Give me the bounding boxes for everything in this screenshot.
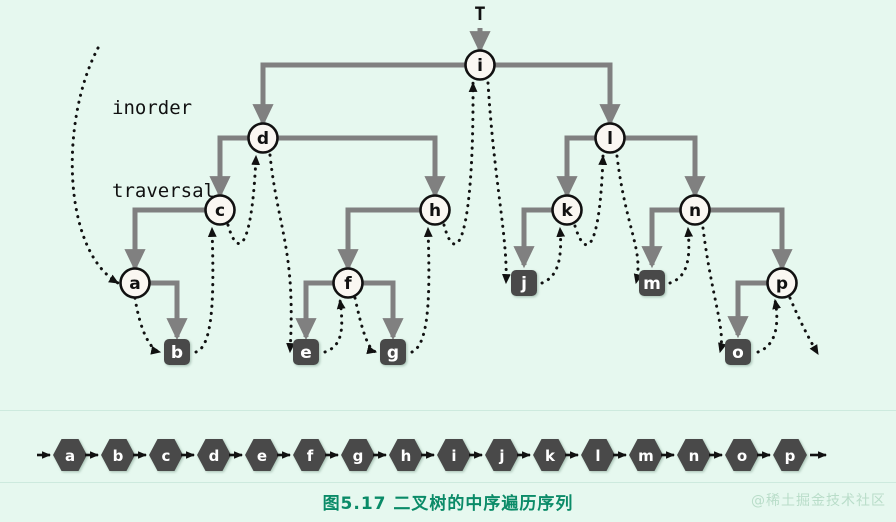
edge-l-n [625,135,706,199]
figure-caption: 图5.17 二叉树的中序遍历序列 [322,494,574,514]
edge-d-c [209,135,248,199]
traversal-k-l [573,154,608,247]
edge-l-k [556,135,595,199]
traversal-i-j [486,81,511,285]
tree-node-e[interactable]: e [293,339,319,365]
inorder-traversal-annotation: inorder traversal [112,40,215,260]
sequence-item-i[interactable]: i [437,439,471,471]
tree-node-p[interactable]: p [766,267,798,299]
traversal-c-d [226,154,261,245]
inorder-traversal-path-group [70,46,820,356]
traversal-enter-a [70,46,120,285]
sequence-item-d[interactable]: d [197,439,231,471]
edge-i-l [495,62,621,127]
sequence-item-k[interactable]: k [533,439,567,471]
tree-node-i[interactable]: i [464,49,496,81]
traversal-exit-p [788,296,820,356]
separator-line-bottom [0,482,896,483]
tree-node-f[interactable]: f [332,267,364,299]
traversal-b-c [194,226,217,354]
edge-k-j [513,207,552,269]
traversal-j-k [540,226,566,285]
traversal-d-e [268,153,295,354]
edge-f-e [295,280,333,341]
edge-c-a [124,207,205,272]
traversal-h-i [442,81,478,246]
watermark: @稀土掘金技术社区 [751,493,886,509]
tree-node-g[interactable]: g [380,339,406,365]
edge-f-g [363,280,404,341]
root-pointer-label: T [474,3,485,25]
traversal-g-h [410,226,433,354]
separator-line-top [0,410,896,411]
sequence-item-c[interactable]: c [149,439,183,471]
sequence-item-g[interactable]: g [341,439,375,471]
traversal-m-n [668,226,694,285]
tree-node-o[interactable]: o [725,339,751,365]
sequence-item-a[interactable]: a [53,439,87,471]
tree-node-d[interactable]: d [247,122,279,154]
traversal-e-f [323,298,346,354]
sequence-item-p[interactable]: p [773,439,807,471]
sequence-item-h[interactable]: h [389,439,423,471]
sequence-item-e[interactable]: e [245,439,279,471]
traversal-l-m [615,154,643,285]
edge-n-m [641,207,680,269]
tree-node-b[interactable]: b [164,339,190,365]
tree-edges-group [124,28,793,341]
sequence-item-n[interactable]: n [677,439,711,471]
traversal-n-o [701,226,727,354]
edge-d-h [278,135,446,199]
tree-node-a[interactable]: a [119,267,151,299]
sequence-item-o[interactable]: o [725,439,759,471]
sequence-item-l[interactable]: l [581,439,615,471]
tree-node-l[interactable]: l [594,122,626,154]
tree-node-n[interactable]: n [679,194,711,226]
sequence-item-m[interactable]: m [629,439,663,471]
traversal-o-p [756,298,781,354]
sequence-item-f[interactable]: f [293,439,327,471]
tree-node-m[interactable]: m [639,270,665,296]
sequence-item-b[interactable]: b [101,439,135,471]
annotation-line-2: traversal [112,179,215,202]
sequence-item-j[interactable]: j [485,439,519,471]
edge-a-b [150,280,188,341]
edge-n-p [710,207,793,272]
tree-node-h[interactable]: h [419,194,451,226]
edge-h-f [337,207,420,272]
tree-node-k[interactable]: k [551,194,583,226]
edge-p-o [727,280,767,339]
annotation-line-1: inorder [112,97,193,120]
traversal-f-g [353,296,378,355]
edge-i-d [252,62,465,127]
traversal-a-b [133,296,162,355]
tree-node-j[interactable]: j [511,270,537,296]
